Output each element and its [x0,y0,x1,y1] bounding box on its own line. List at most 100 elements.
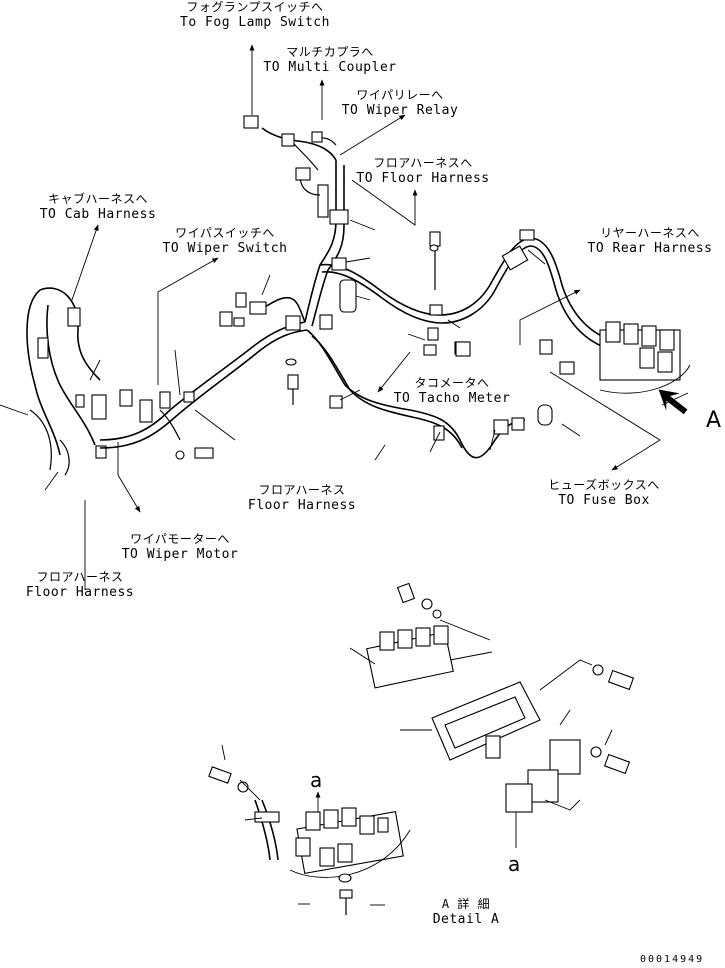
leader-10 [345,257,371,263]
label-detail-a: A 詳 細 Detail A [433,897,500,927]
clip-2 [183,391,195,403]
fog-lamp-connector [243,115,259,129]
label-floor-harness-top-jp: フロアハーネスへ [373,156,473,170]
leader-12 [407,333,426,341]
bottom-relay-5 [377,817,389,833]
trunk-left-b [99,329,308,449]
loose-relay [549,739,581,775]
detail-relay-3 [415,627,431,647]
top-branch [261,127,337,161]
relay-cluster-main [539,321,691,394]
bottom-relay-6 [295,837,311,857]
bottom-relay-4 [359,815,375,835]
detail-relay-2 [397,629,413,649]
label-wiper-motor: ワイパモーターへ TO Wiper Motor [122,532,239,562]
label-floor-harness-mid-jp: フロアハーネス [258,483,346,497]
label-floor-harness-mid: フロアハーネス Floor Harness [248,483,356,513]
label-rear-harness-en: TO Rear Harness [587,241,713,256]
arrow-cab-harness [71,224,99,301]
cab-connector-5 [119,389,133,407]
label-wiper-motor-jp: ワイパモーターへ [130,532,230,546]
riser-connector [295,167,311,181]
lower-trunk [306,329,526,459]
relay-2 [623,323,639,345]
fuse-connector [493,419,509,435]
detail-washer [421,598,433,610]
detail-circle [599,364,691,394]
cab-connector-3 [91,394,107,420]
label-rear-harness-jp: リヤーハーネスへ [600,226,700,240]
leader-5 [194,409,236,441]
bottom-bolt [208,766,232,784]
detail-leader [439,619,491,641]
label-wiper-relay-en: TO Wiper Relay [341,103,459,118]
detail-leader-3 [349,647,376,665]
label-cab-harness: キャブハーネスへ TO Cab Harness [40,192,157,222]
clip [159,391,171,409]
leader-17 [261,274,271,296]
multi-coupler-connector [281,133,295,147]
loose-relay-3 [505,783,533,813]
bolt-head [429,231,441,247]
cab-connector-2 [37,337,49,359]
label-tacho-meter: タコメータへ TO Tacho Meter [394,376,511,406]
cab-wire-loop [29,409,52,471]
detail-bolt [396,582,416,604]
label-fuse-box: ヒューズボックスへ TO Fuse Box [548,478,660,508]
washer [429,244,439,252]
bottom-washer-2 [338,873,352,883]
right-bolt-2 [603,753,631,775]
leader-18 [239,779,261,801]
view-a-callout: A [706,408,722,433]
leader-7 [374,444,386,461]
rear-connector [539,339,553,355]
detail-relay [379,631,395,651]
cab-wire-loop-2 [59,439,70,476]
arrow-wiper-switch [157,257,219,385]
riser [304,160,337,323]
leader-15 [561,423,581,437]
part-6 [427,327,439,341]
leader [0,404,29,416]
leader-9 [349,219,376,231]
label-detail-a-en: Detail A [432,912,500,927]
view-a-arrow [658,389,688,415]
arrow-wiper-motor [117,474,141,513]
detail-nut [432,609,442,619]
label-floor-harness-top: フロアハーネスへ TO Floor Harness [356,156,489,186]
riser-bracket [317,184,329,218]
label-wiper-relay: ワイパリレーへ TO Wiper Relay [342,88,459,118]
trunk-left [99,321,306,441]
main-harness [26,115,611,476]
label-floor-harness-left: フロアハーネス Floor Harness [26,570,134,600]
label-cab-harness-en: TO Cab Harness [39,207,157,222]
part-8 [455,341,471,357]
relay-5 [639,347,655,369]
cab-connector [67,307,81,327]
bottom-relay-3 [341,807,357,827]
leader-2 [44,471,59,491]
rear-trunk-clip [519,229,535,241]
leader-6 [339,389,361,401]
right-washer-2 [590,746,602,758]
label-fuse-box-en: TO Fuse Box [558,493,650,508]
leader-19 [244,817,263,821]
bottom-wire [254,799,271,861]
part-5 [339,279,357,313]
bolt-head-2 [287,374,299,390]
leader-20 [221,744,226,761]
label-fog-lamp-switch-en: To Fog Lamp Switch [180,15,330,30]
rear-harness-trunk [319,237,611,341]
label-floor-harness-left-jp: フロアハーネス [36,570,124,584]
arrow-wiper-relay [339,114,406,156]
bottom-relay-2 [323,809,339,829]
leader-lines [0,219,613,906]
label-wiper-switch: ワイパスイッチへ TO Wiper Switch [163,226,288,256]
leader-8 [429,431,441,453]
relay [605,321,621,343]
rear-trunk-sleeve [501,245,529,271]
label-floor-harness-mid-en: Floor Harness [247,498,357,513]
right-bolt [607,669,635,691]
bottom-clamp [254,811,280,823]
